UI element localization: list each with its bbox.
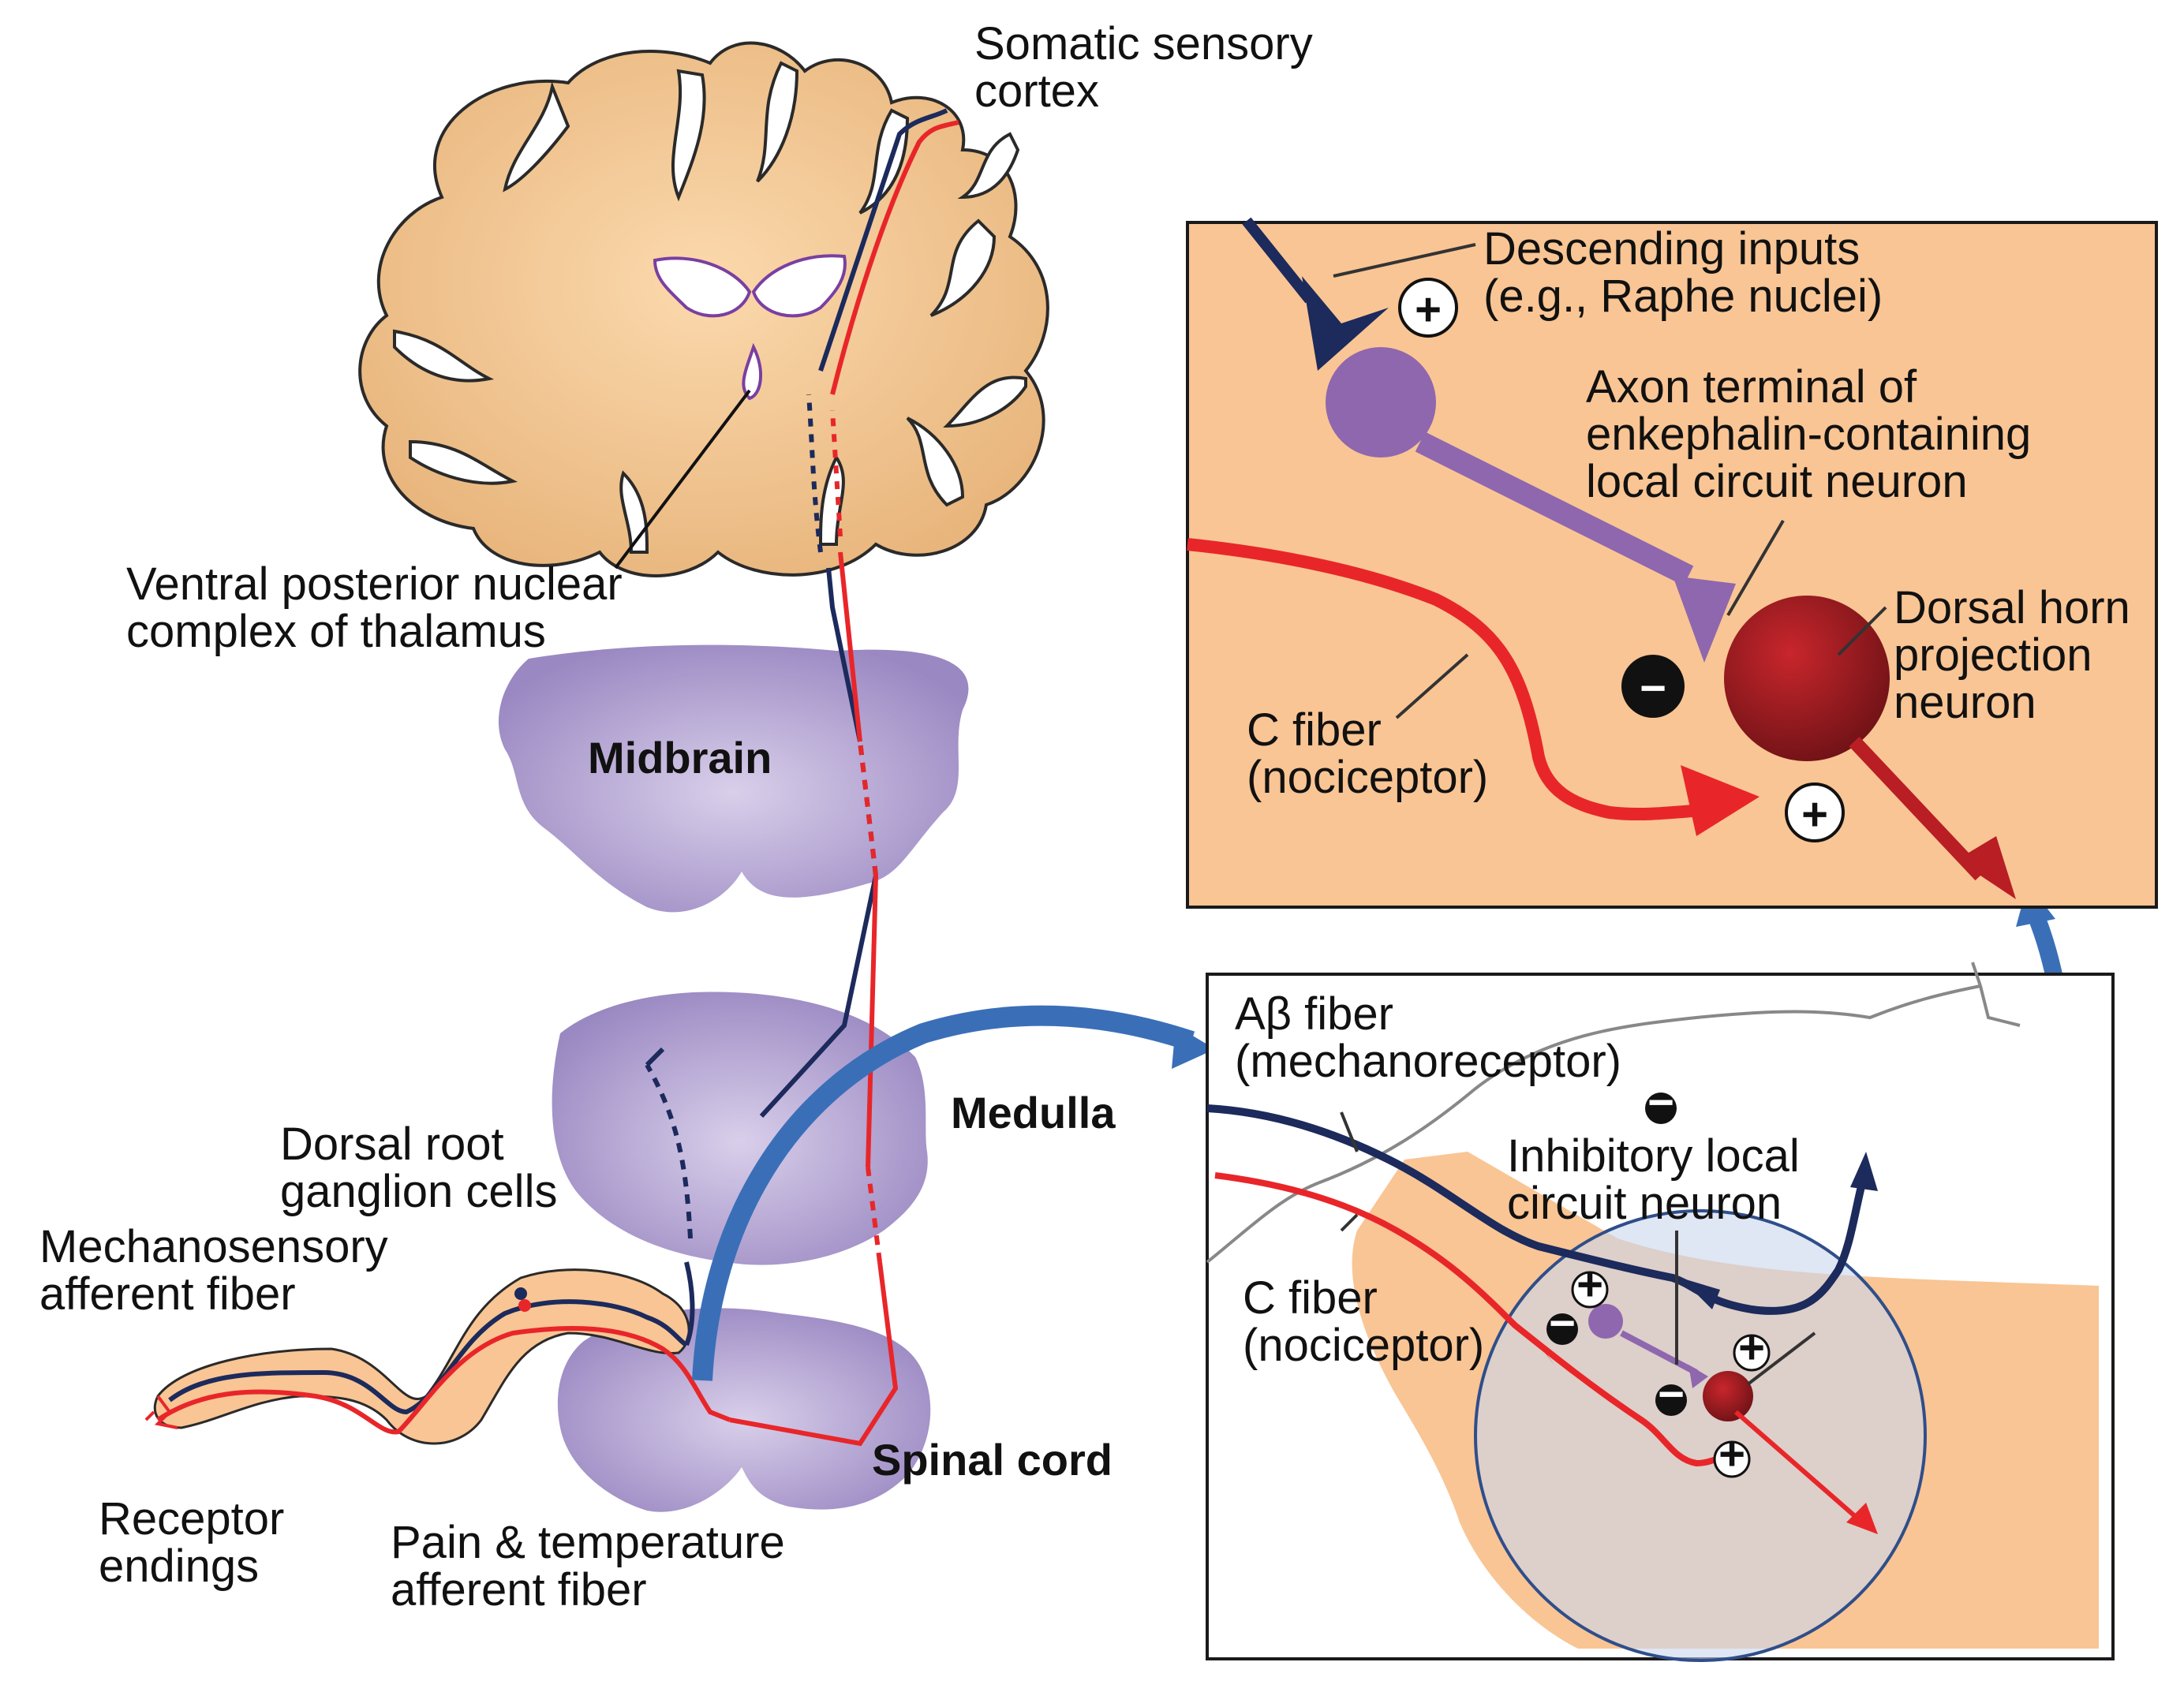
c-fiber-bottom <box>1214 1172 1737 1467</box>
label-somatic-cortex-2: cortex <box>974 65 1099 117</box>
label-receptor-2: endings <box>99 1541 259 1592</box>
svg-text:+: + <box>1718 1429 1745 1480</box>
midbrain-section <box>498 644 969 913</box>
svg-text:+: + <box>1738 1322 1765 1373</box>
label-cfiber-top-1: C fiber <box>1247 704 1382 756</box>
minus-sign-bottom-1 <box>1546 1313 1578 1345</box>
label-axon-terminal-1: Axon terminal of <box>1586 361 1917 413</box>
label-drg-2: ganglion cells <box>280 1166 557 1217</box>
inhibitory-neuron-soma <box>1588 1304 1623 1339</box>
label-inhibitory-2: circuit neuron <box>1507 1178 1782 1229</box>
label-dorsal-horn-2: projection <box>1894 629 2092 681</box>
projection-output-arrow <box>1957 836 2016 899</box>
label-midbrain: Midbrain <box>588 733 772 783</box>
brain-coronal-section <box>358 41 1049 577</box>
zoom-arrow-spinal <box>692 1005 1195 1381</box>
label-somatic-cortex-1: Somatic sensory <box>974 18 1313 69</box>
label-pain-2: afferent fiber <box>391 1564 647 1615</box>
label-mechano-1: Mechanosensory <box>39 1221 388 1272</box>
c-fiber-top <box>1187 538 1721 821</box>
label-mechano-2: afferent fiber <box>39 1268 296 1320</box>
label-cfiber-bottom-1: C fiber <box>1243 1272 1378 1324</box>
svg-text:−: − <box>1658 1369 1685 1420</box>
spinothalamic-pathway <box>156 120 959 1447</box>
label-vpn-2: complex of thalamus <box>126 606 546 657</box>
label-cfiber-bottom-2: (nociceptor) <box>1243 1320 1484 1371</box>
enkephalin-neuron-soma <box>1326 347 1436 458</box>
svg-text:+: + <box>1415 284 1442 335</box>
plus-sign-cfiber <box>1785 783 1845 842</box>
plus-sign-bottom-1 <box>1571 1271 1609 1309</box>
label-abeta-2: (mechanoreceptor) <box>1235 1036 1621 1087</box>
receptor-endings <box>144 1395 178 1429</box>
label-receptor-1: Receptor <box>99 1493 284 1544</box>
label-vpn-1: Ventral posterior nuclear <box>126 558 623 610</box>
bottom-panel: − + − + − + Aβ fiber (mechanoreceptor) I… <box>1206 962 2115 1662</box>
drg-pain-soma <box>518 1299 531 1312</box>
svg-text:+: + <box>1801 789 1828 840</box>
svg-text:+: + <box>1576 1259 1603 1310</box>
label-dorsal-horn-3: neuron <box>1894 677 2036 728</box>
medulla-section <box>552 992 928 1265</box>
plus-sign-bottom-3 <box>1713 1440 1751 1478</box>
drg-mechano-soma <box>514 1287 527 1300</box>
label-abeta-1: Aβ fiber <box>1235 988 1393 1040</box>
plus-sign-bottom-2 <box>1733 1334 1771 1372</box>
label-spinal-cord: Spinal cord <box>872 1435 1113 1485</box>
dorsal-column-pathway <box>168 108 948 1415</box>
label-axon-terminal-2: enkephalin-containing <box>1586 409 2031 460</box>
descending-terminal <box>1302 276 1389 371</box>
projection-neuron-bottom <box>1703 1371 1753 1421</box>
label-dorsal-horn-1: Dorsal horn <box>1894 582 2130 633</box>
label-inhibitory-1: Inhibitory local <box>1507 1130 1800 1182</box>
minus-sign-bottom-2 <box>1655 1384 1687 1416</box>
label-axon-terminal-3: local circuit neuron <box>1586 456 1968 507</box>
label-medulla: Medulla <box>951 1088 1116 1137</box>
abeta-fiber <box>1206 1104 1866 1315</box>
svg-text:−: − <box>1549 1298 1576 1349</box>
top-panel: + − + Descending inputs (e.g., Raphe nuc… <box>1186 217 2158 909</box>
c-fiber-terminal <box>1681 765 1760 836</box>
svg-text:−: − <box>1640 663 1666 714</box>
magnifier-circle <box>1474 1209 1927 1662</box>
minus-sign-top <box>1621 655 1685 718</box>
spinal-cord-section <box>557 1308 931 1512</box>
svg-text:−: − <box>1647 1077 1674 1128</box>
dorsal-horn-projection-neuron <box>1724 596 1890 761</box>
label-drg-1: Dorsal root <box>280 1119 504 1170</box>
label-descending-1: Descending inputs <box>1483 223 1860 275</box>
label-cfiber-top-2: (nociceptor) <box>1247 752 1488 803</box>
vpn-leader-line <box>614 389 751 570</box>
minus-sign-bottom-top <box>1645 1093 1677 1124</box>
zoom-arrow-spinal-head <box>1172 1025 1215 1069</box>
enkephalin-terminal <box>1673 576 1736 663</box>
label-descending-2: (e.g., Raphe nuclei) <box>1483 271 1883 322</box>
plus-sign-descending <box>1398 278 1458 338</box>
label-pain-1: Pain & temperature <box>391 1517 785 1568</box>
